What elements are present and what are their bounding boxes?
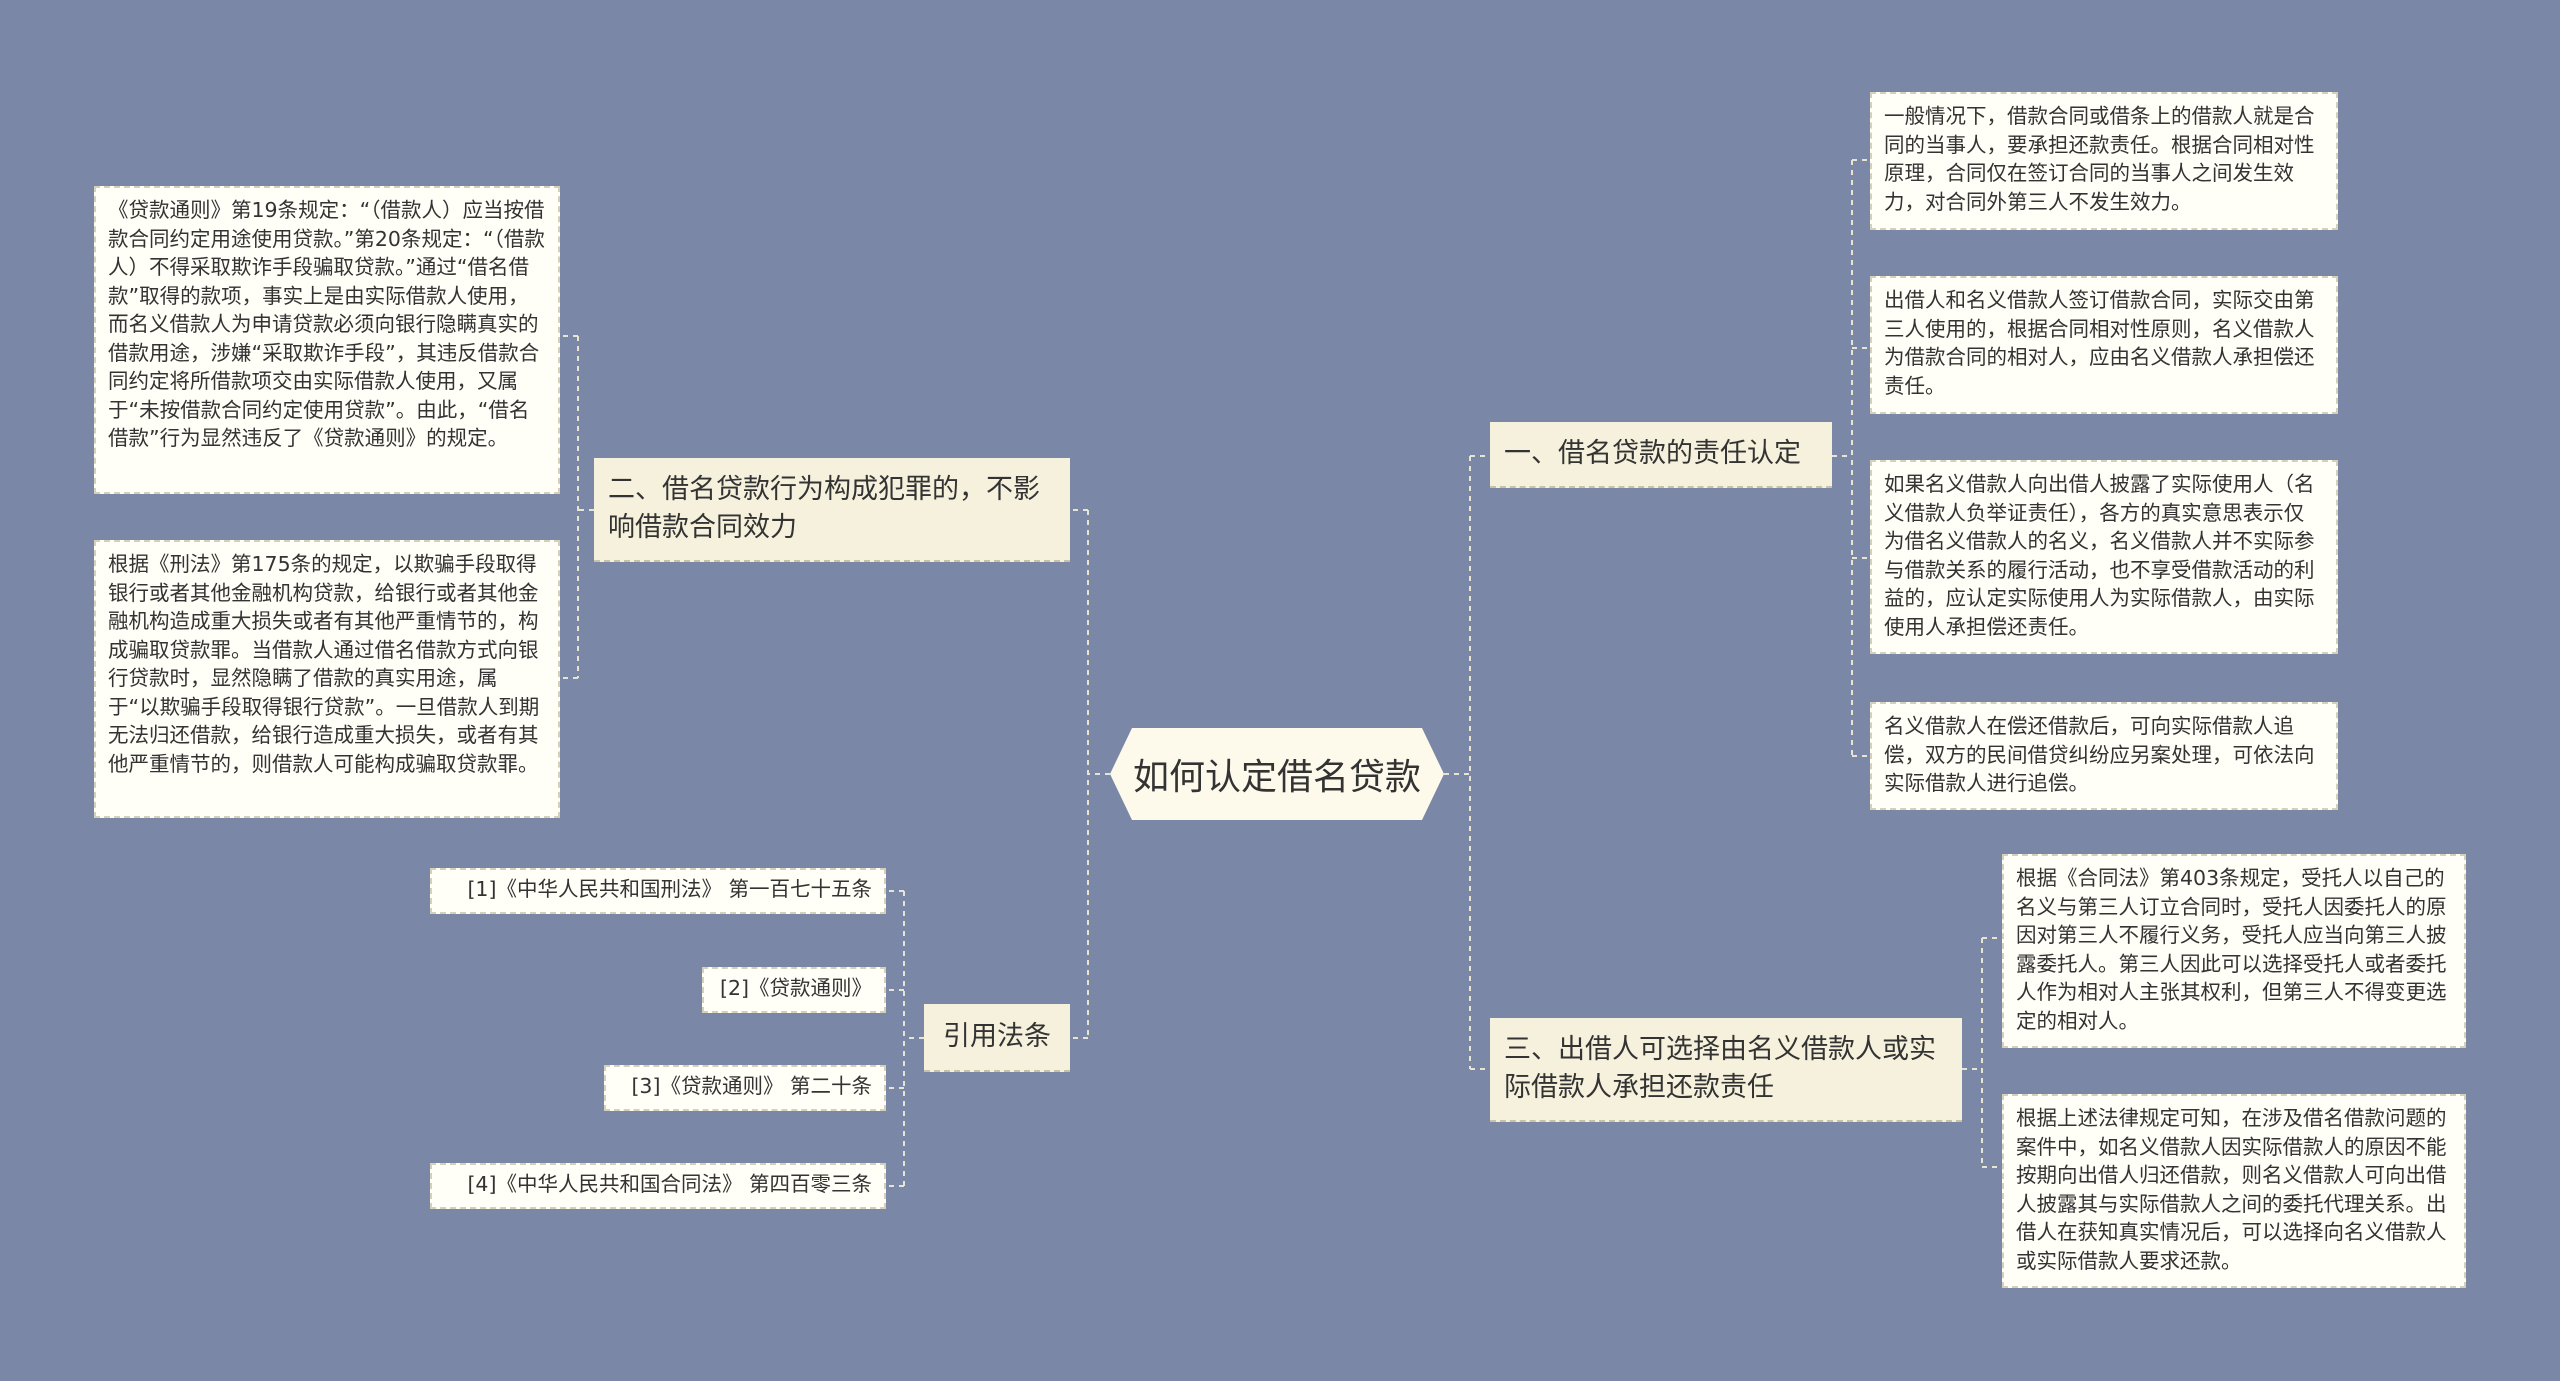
ref-item-2[interactable]: [2]《贷款通则》	[702, 967, 886, 1013]
leaf-lender-may-choose[interactable]: 根据上述法律规定可知，在涉及借名借款问题的案件中，如名义借款人因实际借款人的原因…	[2002, 1094, 2466, 1288]
root-topic-label: 如何认定借名贷款	[1132, 757, 1421, 798]
branch-crime-contract-validity[interactable]: 二、借名贷款行为构成犯罪的，不影响借款合同效力	[594, 458, 1070, 562]
leaf-text: 根据上述法律规定可知，在涉及借名借款问题的案件中，如名义借款人因实际借款人的原因…	[2016, 1106, 2447, 1273]
branch-label: 二、借名贷款行为构成犯罪的，不影响借款合同效力	[608, 474, 1040, 543]
ref-item-1[interactable]: [1]《中华人民共和国刑法》 第一百七十五条	[430, 868, 886, 914]
branch-lender-choice[interactable]: 三、出借人可选择由名义借款人或实际借款人承担还款责任	[1490, 1018, 1962, 1122]
branch-cited-laws[interactable]: 引用法条	[924, 1004, 1070, 1072]
ref-text: [2]《贷款通则》	[719, 976, 872, 1000]
ref-text: [3]《贷款通则》 第二十条	[631, 1074, 872, 1098]
branch-label: 一、借名贷款的责任认定	[1504, 438, 1801, 469]
leaf-contract-law-403[interactable]: 根据《合同法》第403条规定，受托人以自己的名义与第三人订立合同时，受托人因委托…	[2002, 854, 2466, 1048]
branch-liability-determination[interactable]: 一、借名贷款的责任认定	[1490, 422, 1832, 488]
branch-label: 三、出借人可选择由名义借款人或实际借款人承担还款责任	[1504, 1034, 1936, 1103]
leaf-actual-user-liable[interactable]: 如果名义借款人向出借人披露了实际使用人（名义借款人负举证责任），各方的真实意思表…	[1870, 460, 2338, 654]
leaf-loan-general-rules[interactable]: 《贷款通则》第19条规定：“（借款人）应当按借款合同约定用途使用贷款。”第20条…	[94, 186, 560, 494]
leaf-text: 出借人和名义借款人签订借款合同，实际交由第三人使用的，根据合同相对性原则，名义借…	[1884, 288, 2315, 398]
leaf-text: 根据《刑法》第175条的规定，以欺骗手段取得银行或者其他金融机构贷款，给银行或者…	[108, 552, 540, 776]
leaf-criminal-law-175[interactable]: 根据《刑法》第175条的规定，以欺骗手段取得银行或者其他金融机构贷款，给银行或者…	[94, 540, 560, 818]
leaf-text: 一般情况下，借款合同或借条上的借款人就是合同的当事人，要承担还款责任。根据合同相…	[1884, 104, 2315, 214]
leaf-general-case[interactable]: 一般情况下，借款合同或借条上的借款人就是合同的当事人，要承担还款责任。根据合同相…	[1870, 92, 2338, 230]
branch-label: 引用法条	[943, 1021, 1051, 1052]
leaf-text: 根据《合同法》第403条规定，受托人以自己的名义与第三人订立合同时，受托人因委托…	[2016, 866, 2447, 1033]
leaf-text: 名义借款人在偿还借款后，可向实际借款人追偿，双方的民间借贷纠纷应另案处理，可依法…	[1884, 714, 2315, 795]
ref-text: [4]《中华人民共和国合同法》 第四百零三条	[467, 1172, 872, 1196]
leaf-text: 《贷款通则》第19条规定：“（借款人）应当按借款合同约定用途使用贷款。”第20条…	[108, 198, 545, 450]
root-topic[interactable]: 如何认定借名贷款	[1110, 728, 1444, 820]
ref-item-3[interactable]: [3]《贷款通则》 第二十条	[604, 1065, 886, 1111]
leaf-text: 如果名义借款人向出借人披露了实际使用人（名义借款人负举证责任），各方的真实意思表…	[1884, 472, 2315, 639]
leaf-recourse[interactable]: 名义借款人在偿还借款后，可向实际借款人追偿，双方的民间借贷纠纷应另案处理，可依法…	[1870, 702, 2338, 810]
leaf-nominal-borrower-liable[interactable]: 出借人和名义借款人签订借款合同，实际交由第三人使用的，根据合同相对性原则，名义借…	[1870, 276, 2338, 414]
ref-text: [1]《中华人民共和国刑法》 第一百七十五条	[467, 877, 872, 901]
ref-item-4[interactable]: [4]《中华人民共和国合同法》 第四百零三条	[430, 1163, 886, 1209]
